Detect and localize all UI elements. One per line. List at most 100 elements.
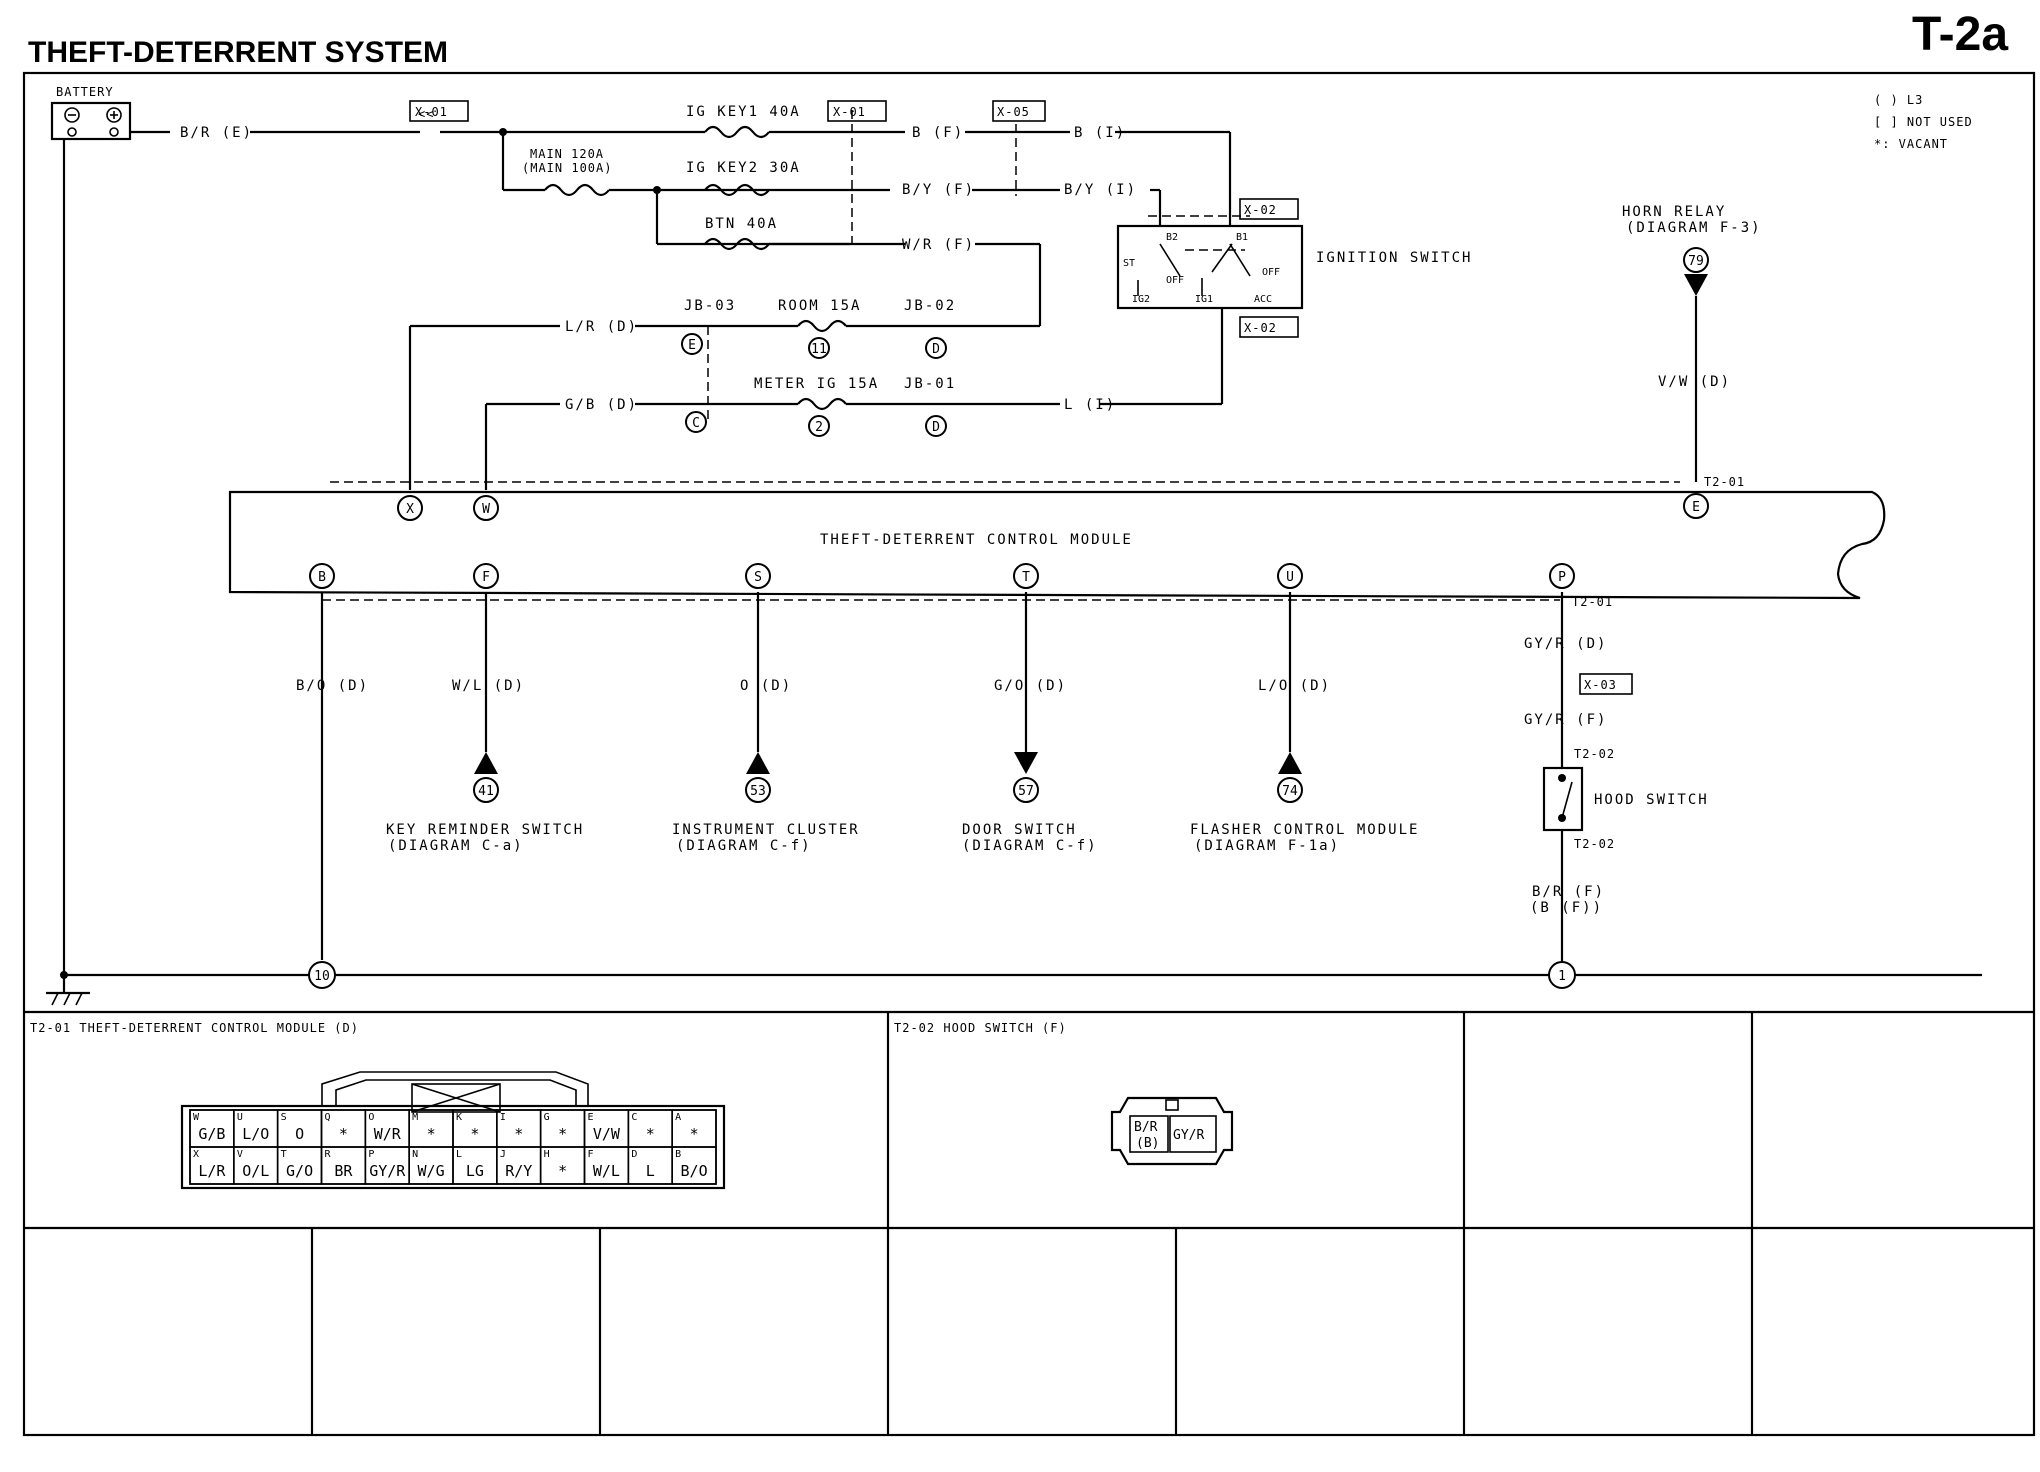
fuse-icon	[544, 183, 610, 197]
wire-label: GY/R (D)	[1524, 636, 1607, 652]
cell-pin: F	[588, 1149, 594, 1160]
wire-label: V/W (D)	[1658, 374, 1731, 390]
cell-wire: GY/R	[369, 1162, 406, 1180]
svg-text:C: C	[692, 416, 700, 431]
destination-diagram: (DIAGRAM C-f)	[676, 838, 812, 854]
wire-label: B/R (E)	[180, 125, 253, 141]
cell-pin: T	[281, 1149, 287, 1160]
legend-item: [ ] NOT USED	[1874, 115, 1973, 129]
cell-pin: M	[412, 1112, 418, 1123]
cell-wire: G/B	[198, 1125, 225, 1143]
cell-wire: *	[646, 1125, 655, 1143]
svg-text:X: X	[406, 502, 414, 517]
svg-text:P: P	[1558, 570, 1566, 585]
legend-item: ( ) L3	[1874, 93, 1923, 107]
connector-label: X-05	[997, 105, 1030, 119]
t202-cell: GY/R	[1173, 1128, 1204, 1143]
wire-label: L/R (D)	[565, 319, 638, 335]
destination-diagram: (DIAGRAM F-1a)	[1194, 838, 1340, 854]
wire-label: L/O (D)	[1258, 678, 1331, 694]
wire-label: B (F)	[912, 125, 964, 141]
svg-text:S: S	[754, 570, 762, 585]
reference-circle	[1683, 247, 1709, 273]
battery: BATTERY	[50, 85, 132, 141]
cell-pin: L	[456, 1149, 462, 1160]
ignition-label: IGNITION SWITCH	[1316, 250, 1472, 266]
wire-label: W/R (F)	[902, 237, 975, 253]
svg-text:B: B	[318, 570, 326, 585]
cell-pin: A	[675, 1112, 681, 1123]
svg-text:IG2: IG2	[1132, 294, 1150, 305]
cell-wire: *	[427, 1125, 436, 1143]
cell-pin: V	[237, 1149, 243, 1160]
svg-text:53: 53	[750, 784, 766, 799]
cell-wire: *	[339, 1125, 348, 1143]
cell-pin: O	[368, 1112, 374, 1123]
cell-wire: O/L	[242, 1162, 269, 1180]
destination-diagram: (DIAGRAM C-f)	[962, 838, 1098, 854]
svg-text:W: W	[482, 502, 490, 517]
svg-text:D: D	[932, 420, 940, 435]
arrow-icon	[1684, 274, 1708, 296]
svg-text:E: E	[1692, 500, 1700, 515]
legend: ( ) L3 [ ] NOT USED *: VACANT	[1874, 93, 1973, 151]
page-title: THEFT-DETERRENT SYSTEM	[28, 36, 448, 69]
cell-pin: Q	[325, 1112, 331, 1123]
wire-label: (B (F))	[1530, 900, 1603, 916]
arrow-icon	[474, 752, 498, 774]
connector-label: X-01	[833, 105, 866, 119]
cell-pin: X	[193, 1149, 199, 1160]
svg-text:41: 41	[478, 784, 494, 799]
cell-wire: L/O	[242, 1125, 269, 1143]
cell-pin: E	[588, 1112, 594, 1123]
cell-pin: S	[281, 1112, 287, 1123]
cell-pin: K	[456, 1112, 462, 1123]
destination-label: KEY REMINDER SWITCH	[386, 822, 584, 838]
fuse-label: ROOM 15A	[778, 298, 861, 314]
svg-text:79: 79	[1688, 254, 1704, 269]
cell-wire: R/Y	[505, 1162, 532, 1180]
module-pins-bottom: B F S T U P	[309, 563, 1575, 589]
fuse-label: BTN 40A	[705, 216, 778, 232]
fuse-label: (MAIN 100A)	[522, 161, 612, 175]
destination-diagram: (DIAGRAM C-a)	[388, 838, 524, 854]
cell-pin: R	[325, 1149, 332, 1160]
legend-item: *: VACANT	[1874, 137, 1948, 151]
cell-wire: O	[295, 1125, 304, 1143]
cell-wire: *	[558, 1125, 567, 1143]
svg-text:B2: B2	[1166, 232, 1178, 243]
module-label: THEFT-DETERRENT CONTROL MODULE	[820, 532, 1133, 548]
wire-label: B (I)	[1074, 125, 1126, 141]
page-code: T-2a	[1912, 8, 2008, 61]
cell-pin: W	[193, 1112, 200, 1123]
connector-label: JB-01	[904, 376, 956, 392]
wire-label: B/O (D)	[296, 678, 369, 694]
control-module	[228, 490, 1886, 600]
svg-text:OFF: OFF	[1166, 275, 1184, 286]
t202-cell: B/R	[1134, 1120, 1158, 1135]
svg-text:B1: B1	[1236, 232, 1248, 243]
fuse-label: METER IG 15A	[754, 376, 879, 392]
svg-text:IG1: IG1	[1195, 294, 1213, 305]
wire-label: B/Y (I)	[1064, 182, 1137, 198]
cell-wire: LG	[466, 1162, 484, 1180]
svg-text:U: U	[1286, 570, 1294, 585]
svg-text:2: 2	[815, 420, 823, 435]
svg-text:D: D	[932, 342, 940, 357]
fuse-label: IG KEY1 40A	[686, 104, 801, 120]
cell-pin: U	[237, 1112, 243, 1123]
destination-label: FLASHER CONTROL MODULE	[1190, 822, 1419, 838]
svg-text:74: 74	[1282, 784, 1298, 799]
cell-pin: H	[544, 1149, 550, 1160]
ground-icon	[46, 975, 90, 1006]
connector-icon: <<	[418, 107, 434, 121]
destination-label: INSTRUMENT CLUSTER	[672, 822, 860, 838]
horn-relay-diagram: (DIAGRAM F-3)	[1626, 220, 1762, 236]
wire-label: G/B (D)	[565, 397, 638, 413]
cell-wire: G/O	[286, 1162, 313, 1180]
cell-pin: N	[412, 1149, 418, 1160]
arrow-icon	[1014, 752, 1038, 774]
cell-wire: V/W	[593, 1125, 621, 1143]
cell-wire: L/R	[198, 1162, 226, 1180]
cell-wire: *	[558, 1162, 567, 1180]
